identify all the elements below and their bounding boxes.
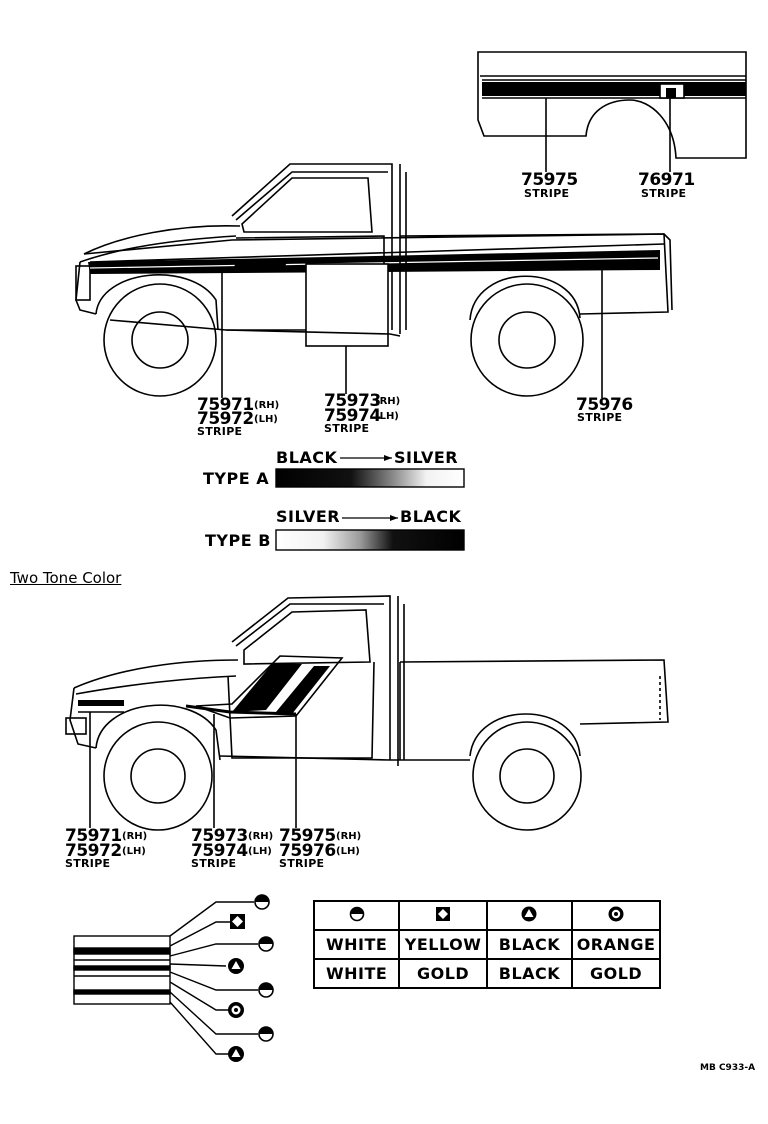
part-number: 75973 (191, 826, 248, 846)
side-tag: (RH) (122, 831, 148, 842)
type-b-to-label: BLACK (400, 507, 462, 526)
header-cell (398, 900, 488, 931)
part-number: 75971 (197, 395, 254, 415)
color-cell: ORANGE (571, 929, 661, 960)
header-cell (312, 900, 401, 931)
stripe-label: STRIPE (324, 422, 370, 435)
type-a-from-label: BLACK (276, 448, 338, 467)
side-tag: (RH) (375, 396, 401, 407)
stripe-label: STRIPE (279, 857, 325, 870)
type-b-from-label: SILVER (276, 507, 341, 526)
color-cell: BLACK (485, 958, 574, 989)
part-number: 75972 (65, 841, 122, 861)
header-cell (571, 900, 661, 931)
color-cell: YELLOW (398, 929, 488, 960)
color-cell: GOLD (571, 958, 661, 989)
part-number: 75976 (576, 395, 633, 415)
stripe-label: STRIPE (191, 857, 237, 870)
bed-label-desc-2: STRIPE (641, 187, 687, 200)
side-tag: (RH) (336, 831, 362, 842)
side-tag: (LH) (122, 846, 146, 857)
type-b-label: TYPE B (205, 531, 271, 550)
type-a-to-label: SILVER (394, 448, 459, 467)
part-number: 75973 (324, 391, 381, 411)
color-cell: WHITE (312, 958, 401, 989)
figure-code: MB C933-A (700, 1063, 756, 1073)
part-number: 75976 (279, 841, 336, 861)
color-table-row: WHITE YELLOW BLACK ORANGE (312, 929, 661, 960)
stripe-label: STRIPE (197, 425, 243, 438)
bed-label-part-1: 75975 (521, 170, 578, 190)
bed-label-part-2: 76971 (638, 170, 695, 190)
triangle-circle-icon (521, 906, 537, 921)
color-table-row: WHITE GOLD BLACK GOLD (312, 958, 661, 989)
color-cell: GOLD (398, 958, 488, 989)
side-tag: (LH) (254, 414, 278, 425)
truck-top-drawing (75, 163, 673, 398)
gradient-type-a (275, 455, 465, 488)
truck-two-tone-drawing (65, 595, 669, 831)
part-number: 75974 (191, 841, 248, 861)
side-tag: (LH) (336, 846, 360, 857)
color-table: WHITE YELLOW BLACK ORANGE WHITE GOLD BLA… (312, 900, 661, 989)
part-number: 75972 (197, 409, 254, 429)
side-tag: (RH) (248, 831, 274, 842)
half-circle-icon (349, 906, 364, 921)
bed-label-desc-1: STRIPE (524, 187, 570, 200)
ring-circle-icon (608, 906, 624, 921)
side-tag: (LH) (248, 846, 272, 857)
part-number: 75975 (279, 826, 336, 846)
part-number: 75974 (324, 406, 381, 426)
gradient-type-b (275, 515, 465, 551)
header-cell (485, 900, 574, 931)
type-a-label: TYPE A (203, 469, 270, 488)
color-cell: WHITE (312, 929, 401, 960)
part-number: 75971 (65, 826, 122, 846)
side-tag: (LH) (375, 411, 399, 422)
stripe-label: STRIPE (577, 411, 623, 424)
side-tag: (RH) (254, 400, 280, 411)
color-table-header (312, 900, 661, 931)
color-cell: BLACK (485, 929, 574, 960)
two-tone-title: Two Tone Color (10, 569, 122, 587)
diamond-square-icon (436, 906, 451, 921)
bed-detail-drawing (477, 51, 747, 172)
stripe-label: STRIPE (65, 857, 111, 870)
stripe-section-callout (73, 901, 258, 1055)
